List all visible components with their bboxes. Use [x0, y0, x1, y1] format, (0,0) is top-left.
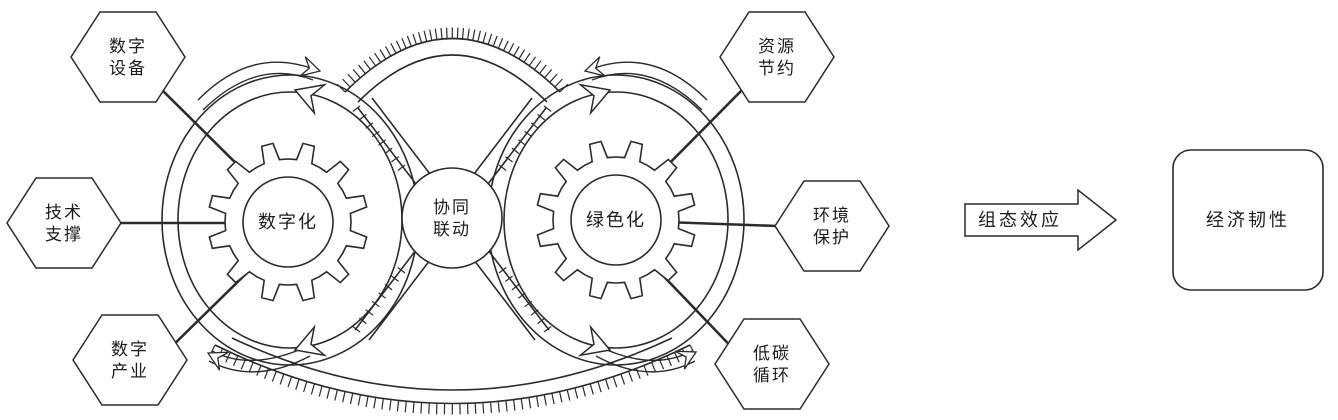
hatch-fringe-top: [336, 27, 569, 93]
ribbon-arrowhead-top-left-icon: [293, 83, 328, 116]
rotation-arrow-top-left: [197, 56, 322, 111]
hexagon-digital-industry: 数字 产业: [72, 314, 188, 406]
hexagon-label: 资源: [758, 37, 796, 56]
hexagon-label: 数字: [109, 37, 147, 56]
block-arrow-shape: [964, 188, 1118, 252]
hexagon-shape: [714, 318, 830, 410]
arrowhead-icon: [583, 56, 606, 77]
effect-arrow: 组态效应: [964, 188, 1118, 252]
center-label-line2: 联动: [433, 220, 471, 239]
gear-left-label: 数字化: [258, 212, 318, 232]
hexagon-shape: [72, 314, 188, 406]
hexagon-digital-equipment: 数字 设备: [70, 11, 186, 103]
right-loop-inner: [503, 91, 729, 349]
hatch-fringe-bottom: [209, 344, 696, 415]
hexagon-label: 支撑: [45, 225, 83, 244]
arrowhead-icon: [206, 351, 229, 371]
bottom-bridge-arc-inner: [231, 337, 673, 391]
arrowhead-icon: [675, 350, 698, 370]
outcome-box-shape: [1172, 149, 1324, 291]
hexagon-shape: [70, 11, 186, 103]
center-synergy-circle: 协同 联动: [401, 167, 503, 269]
hexagon-resource-saving: 资源 节约: [719, 11, 835, 103]
outcome-box-label: 经济韧性: [1206, 210, 1290, 230]
ribbon-arrowhead-bottom-right-icon: [577, 324, 612, 357]
gear-right-hub: [570, 174, 662, 266]
hexagon-shape: [719, 11, 835, 103]
gear-left-hub: [242, 176, 334, 268]
effect-arrow-label: 组态效应: [978, 210, 1062, 230]
center-label-line1: 协同: [433, 198, 471, 217]
hexagon-shape: [774, 180, 890, 272]
gear-right-label: 绿色化: [586, 210, 646, 230]
top-bridge-arc-inner: [357, 54, 548, 103]
hexagon-technical-support: 技术 支撑: [6, 177, 122, 269]
hexagon-low-carbon: 低碳 循环: [714, 318, 830, 410]
hexagon-label: 低碳: [753, 344, 791, 363]
hexagon-label: 设备: [109, 59, 147, 78]
connector-environment-protection: [664, 220, 778, 228]
hexagon-label: 节约: [758, 59, 796, 78]
hexagon-shape: [6, 177, 122, 269]
hexagon-label: 技术: [45, 203, 83, 222]
outcome-box: 经济韧性: [1172, 149, 1324, 291]
gear-greening: 绿色化: [536, 140, 696, 300]
gear-digitalization: 数字化: [208, 142, 368, 302]
rotation-arrow-top-right: [583, 56, 708, 111]
hexagon-label: 循环: [753, 366, 791, 385]
ribbon-arrowhead-top-right-icon: [577, 83, 612, 116]
hexagon-environment-protection: 环境 保护: [774, 180, 890, 272]
center-circle: [401, 167, 503, 269]
top-bridge-arc-outer: [344, 37, 561, 93]
hexagon-label: 环境: [813, 206, 851, 225]
hexagon-label: 保护: [813, 228, 851, 247]
bottom-bridge-arc-outer: [214, 344, 691, 405]
arrowhead-icon: [299, 56, 322, 77]
hexagon-label: 产业: [111, 362, 149, 381]
rotation-arrow-bottom-right: [595, 345, 698, 373]
ribbon-arrowhead-bottom-left-icon: [293, 324, 328, 357]
hexagon-label: 数字: [111, 340, 149, 359]
